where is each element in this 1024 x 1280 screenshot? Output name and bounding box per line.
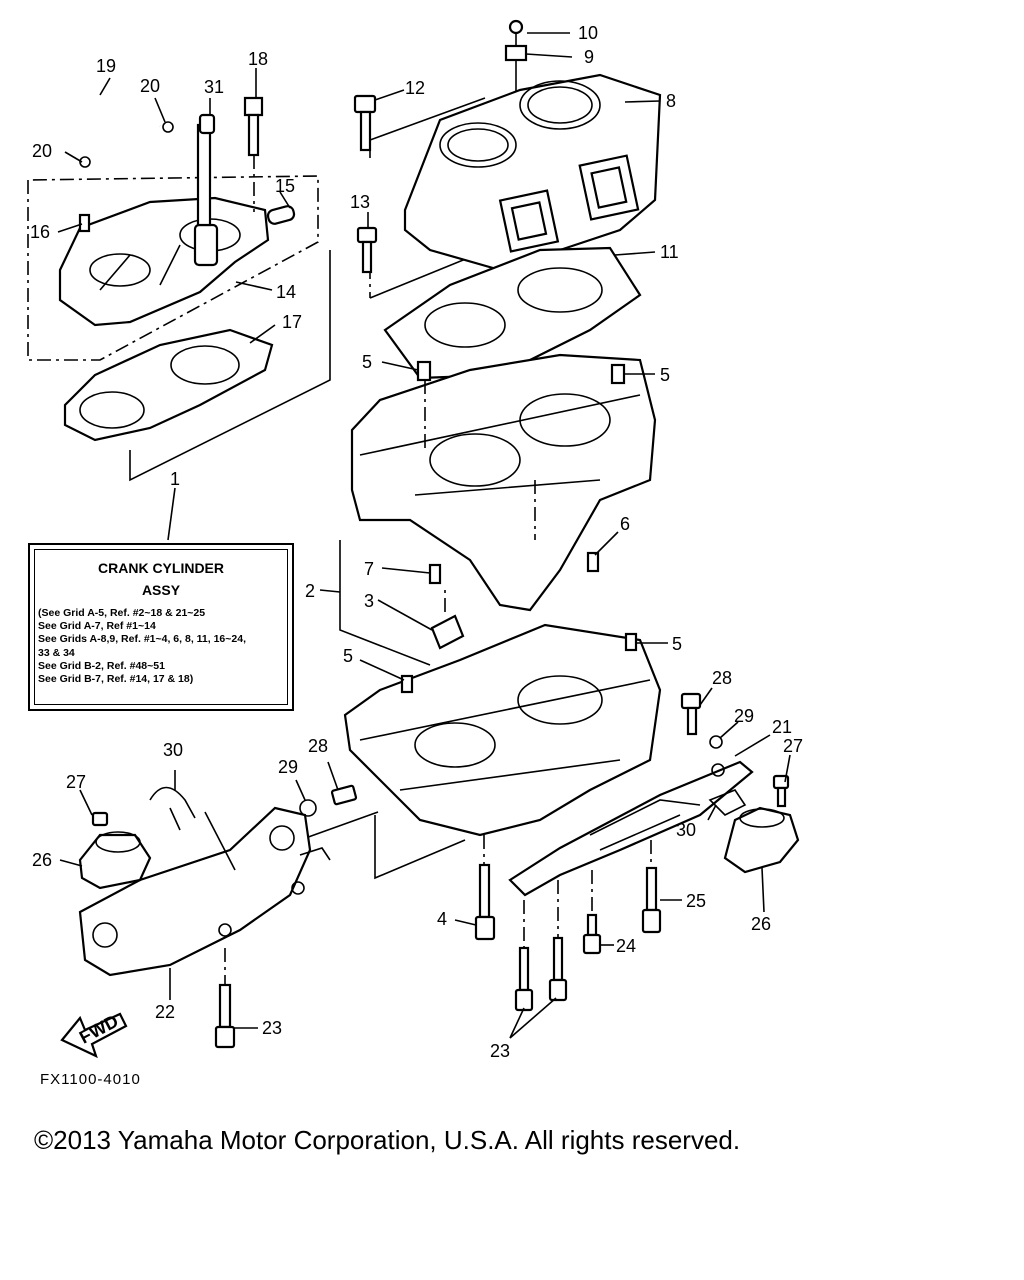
cylinder-group [353, 19, 662, 380]
callout-29a: 29 [278, 757, 298, 777]
legend-title: CRANK CYLINDER ASSY [30, 557, 292, 601]
legend-note: See Grid B-7, Ref. #14, 17 & 18) [38, 673, 194, 686]
legend-note: 33 & 34 [38, 646, 75, 659]
callout-20b: 20 [32, 141, 52, 161]
callout-27b: 27 [783, 736, 803, 756]
leader-lines [57, 32, 791, 1039]
drawing-code: FX1100-4010 [40, 1071, 141, 1088]
cylinder-head-group [27, 89, 331, 541]
callout-31: 31 [204, 77, 224, 97]
assembly-legend-box: CRANK CYLINDER ASSY (See Grid A-5, Ref. … [28, 543, 294, 711]
legend-note: See Grids A-8,9, Ref. #1~4, 6, 8, 11, 16… [38, 633, 246, 646]
callout-5b: 5 [660, 365, 670, 385]
callout-3: 3 [364, 591, 374, 611]
callout-27a: 27 [66, 772, 86, 792]
callout-20a: 20 [140, 76, 160, 96]
callout-8: 8 [666, 91, 676, 111]
callout-23b: 23 [490, 1041, 510, 1061]
callout-7: 7 [364, 559, 374, 579]
callout-5d: 5 [343, 646, 353, 666]
callout-13: 13 [350, 192, 370, 212]
left-mount-group [60, 784, 358, 1059]
callout-21: 21 [772, 717, 792, 737]
callout-1: 1 [170, 469, 180, 489]
legend-title-line1: CRANK CYLINDER [98, 560, 224, 576]
callout-5a: 5 [362, 352, 372, 372]
callout-19: 19 [96, 56, 116, 76]
exploded-parts-diagram: 1 2 3 4 5 5 5 5 6 7 8 9 10 11 12 13 14 1… [27, 19, 803, 1061]
callout-25: 25 [686, 891, 706, 911]
callout-18: 18 [248, 49, 268, 69]
crankcase-lower [299, 623, 662, 880]
right-mount-group [474, 692, 800, 1012]
callout-labels: 1 2 3 4 5 5 5 5 6 7 8 9 10 11 12 13 14 1… [30, 23, 803, 1061]
fwd-label: FWD [76, 1011, 122, 1048]
callout-28b: 28 [712, 668, 732, 688]
legend-note: See Grid A-7, Ref #1~14 [38, 620, 156, 633]
callout-24: 24 [616, 936, 636, 956]
callout-15: 15 [275, 176, 295, 196]
callout-28a: 28 [308, 736, 328, 756]
callout-2: 2 [305, 581, 315, 601]
copyright-notice: ©2013 Yamaha Motor Corporation, U.S.A. A… [34, 1125, 741, 1155]
legend-title-line2: ASSY [141, 582, 181, 598]
callout-16: 16 [30, 222, 50, 242]
callout-26b: 26 [751, 914, 771, 934]
legend-notes: (See Grid A-5, Ref. #2~18 & 21~25 See Gr… [38, 607, 286, 686]
callout-30a: 30 [163, 740, 183, 760]
callout-17: 17 [282, 312, 302, 332]
callout-26a: 26 [32, 850, 52, 870]
callout-9: 9 [584, 47, 594, 67]
callout-29b: 29 [734, 706, 754, 726]
legend-note: (See Grid A-5, Ref. #2~18 & 21~25 [38, 607, 206, 619]
legend-note: See Grid B-2, Ref. #48~51 [38, 659, 165, 672]
callout-10: 10 [578, 23, 598, 43]
callout-4: 4 [437, 909, 447, 929]
legend-inner-border [34, 549, 288, 705]
callout-5c: 5 [672, 634, 682, 654]
callout-22: 22 [155, 1002, 175, 1022]
callout-6: 6 [620, 514, 630, 534]
callout-30b: 30 [676, 820, 696, 840]
callout-23a: 23 [262, 1018, 282, 1038]
crankcase-upper [339, 353, 657, 666]
callout-12: 12 [405, 78, 425, 98]
callout-14: 14 [276, 282, 296, 302]
callout-11: 11 [660, 242, 679, 262]
